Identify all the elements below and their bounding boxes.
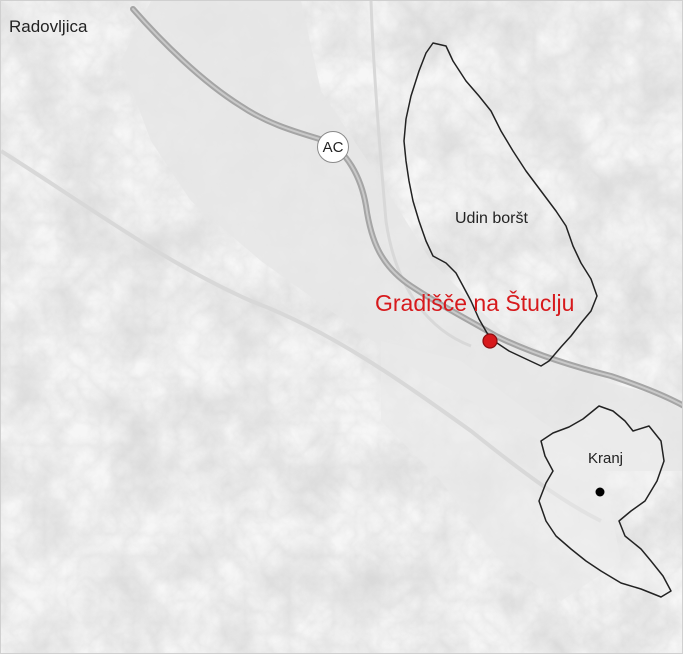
udin-borst-boundary <box>403 42 598 367</box>
kranj-boundary <box>538 405 672 598</box>
label-radovljica: Radovljica <box>9 17 88 36</box>
motorway-highlight <box>132 8 682 407</box>
river-tributary <box>369 1 472 348</box>
kranj-marker <box>595 487 605 497</box>
label-udin-borst: Udin boršt <box>455 210 528 227</box>
label-kranj: Kranj <box>588 450 624 467</box>
site-marker <box>482 333 498 349</box>
plain-southeast <box>381 341 621 601</box>
motorway-badge: AC <box>317 131 349 163</box>
river-sava <box>1 149 602 523</box>
label-site: Gradišče na Štuclju <box>375 290 575 316</box>
motorway-badge-label: AC <box>322 138 344 156</box>
